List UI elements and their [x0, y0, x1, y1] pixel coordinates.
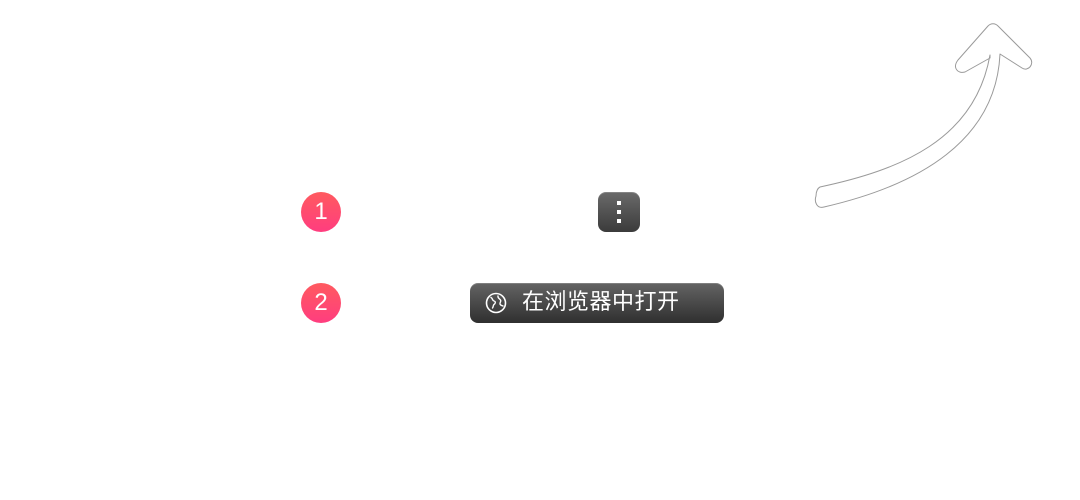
more-menu-button[interactable]	[598, 192, 640, 232]
curved-arrow-up-right-icon	[814, 23, 1033, 208]
globe-icon	[485, 292, 507, 314]
step-badge-2: 2	[301, 283, 341, 323]
open-in-browser-button[interactable]: 在浏览器中打开	[470, 283, 724, 323]
step-badge-1: 1	[301, 192, 341, 232]
open-in-browser-label: 在浏览器中打开	[522, 290, 680, 315]
more-vertical-icon	[617, 201, 621, 223]
